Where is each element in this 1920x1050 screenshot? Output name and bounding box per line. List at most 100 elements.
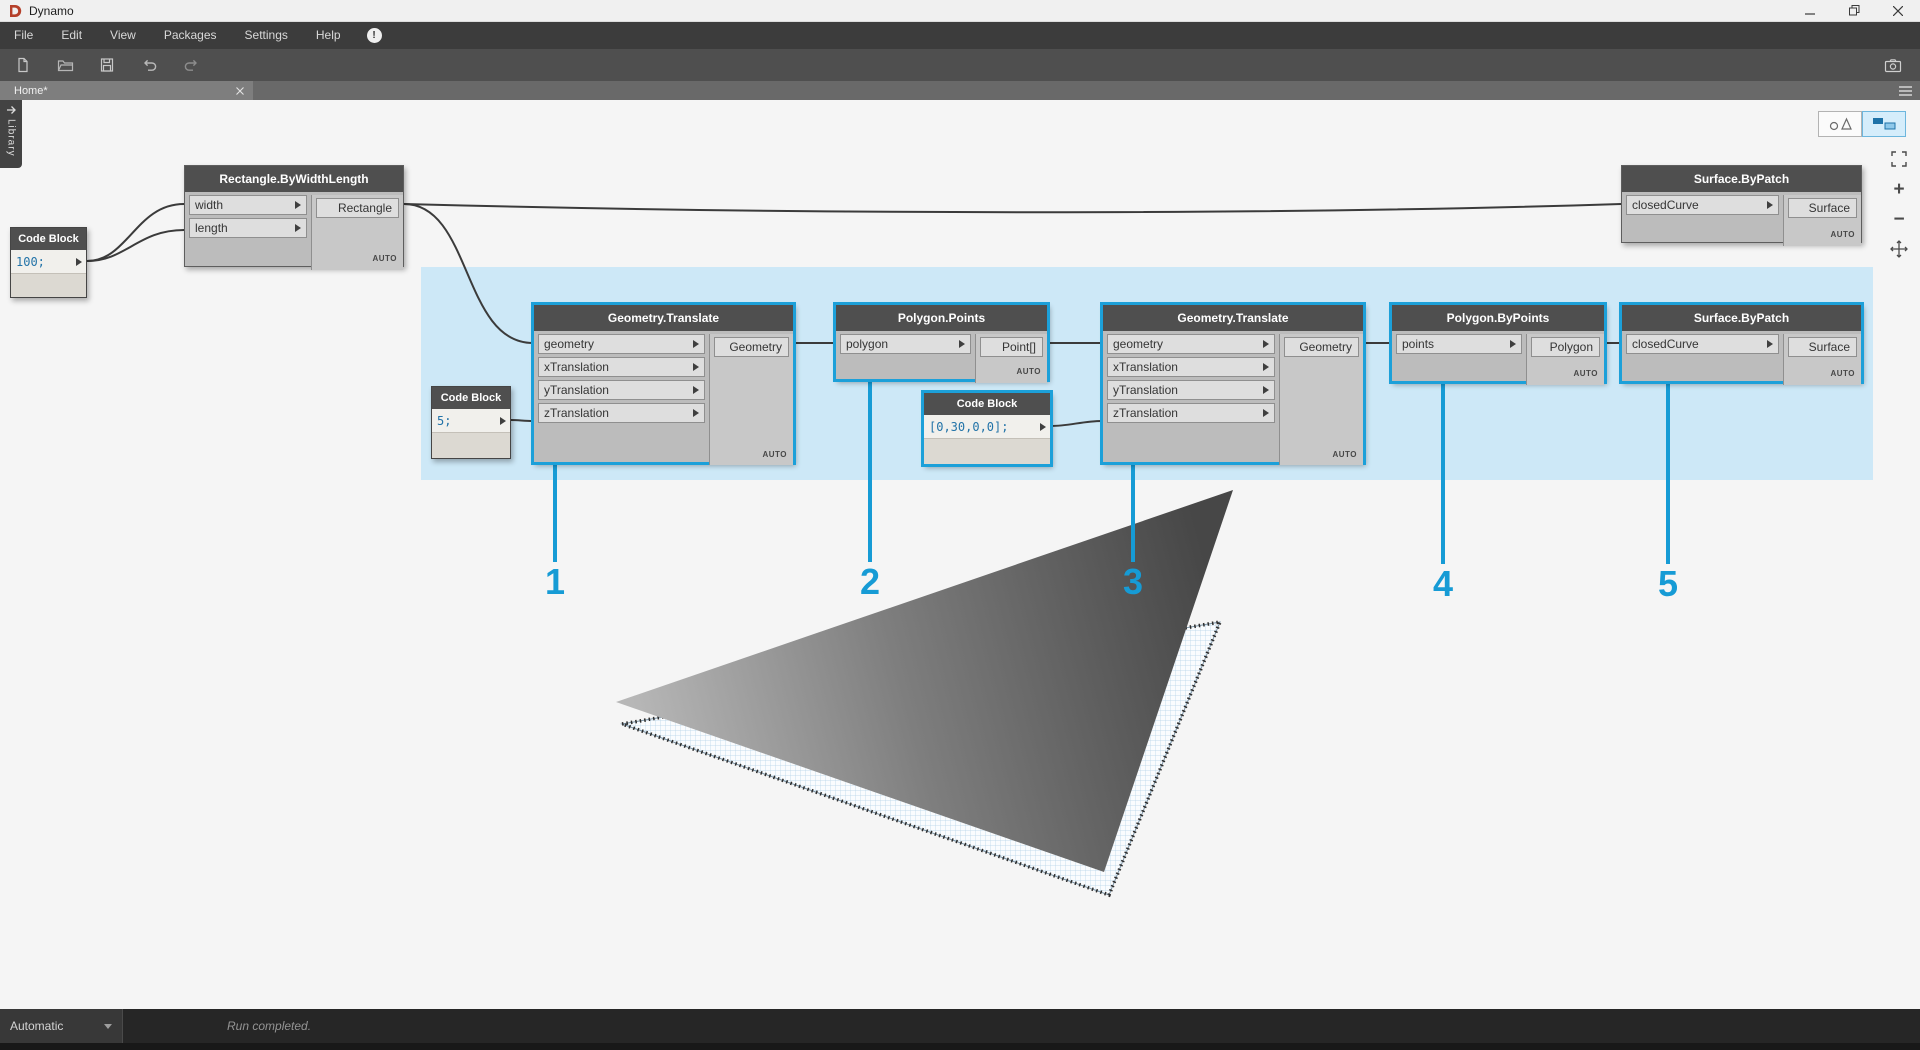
output-port-chevron-icon[interactable]: [500, 416, 506, 425]
port-chevron-icon: [693, 340, 699, 348]
redo-icon[interactable]: [182, 56, 200, 74]
input-column: closedCurve: [1622, 195, 1783, 215]
restore-button[interactable]: [1832, 0, 1876, 22]
lacing-badge[interactable]: AUTO: [1332, 450, 1357, 459]
node-code-block-100[interactable]: Code Block 100;: [10, 227, 87, 298]
pan-icon[interactable]: [1888, 238, 1910, 260]
port-label: geometry: [1113, 337, 1164, 351]
geometry-view-button[interactable]: [1818, 111, 1862, 137]
output-column: Geometry: [1279, 334, 1363, 465]
output-port-chevron-icon[interactable]: [76, 257, 82, 266]
zoom-out-button[interactable]: −: [1893, 208, 1905, 230]
node-title[interactable]: Code Block: [11, 228, 86, 250]
close-button[interactable]: [1876, 0, 1920, 22]
node-title[interactable]: Rectangle.ByWidthLength: [185, 166, 403, 192]
node-title[interactable]: Code Block: [924, 393, 1050, 415]
wire-rectangle-to-surface-top[interactable]: [403, 203, 1622, 214]
node-surface-bypatch-top[interactable]: Surface.ByPatch closedCurve Surface AUTO: [1621, 165, 1862, 246]
lacing-badge[interactable]: AUTO: [372, 254, 397, 263]
node-code-block-5[interactable]: Code Block 5;: [431, 386, 511, 459]
input-column: geometry xTranslation yTranslation zTran…: [1103, 334, 1279, 423]
workspace-canvas[interactable]: Code Block 100; Rectangle.ByWidthLength …: [0, 100, 1920, 1009]
port-chevron-icon: [693, 409, 699, 417]
callout-number-5: 5: [1658, 563, 1679, 604]
tab-close-icon[interactable]: [236, 86, 244, 95]
node-title[interactable]: Code Block: [432, 387, 510, 409]
lacing-badge[interactable]: AUTO: [762, 450, 787, 459]
wire-codeblock100-to-width[interactable]: [86, 203, 185, 262]
node-title[interactable]: Geometry.Translate: [1103, 305, 1363, 331]
node-title[interactable]: Surface.ByPatch: [1622, 305, 1861, 331]
input-port-xtranslation[interactable]: xTranslation: [1107, 357, 1275, 377]
output-port-surface[interactable]: Surface: [1788, 337, 1857, 357]
library-flyout-tab[interactable]: Library: [0, 100, 22, 168]
output-port-surface[interactable]: Surface: [1788, 198, 1857, 218]
input-port-points[interactable]: points: [1396, 334, 1522, 354]
menu-edit[interactable]: Edit: [61, 28, 83, 42]
node-title[interactable]: Polygon.ByPoints: [1392, 305, 1604, 331]
input-port-closedcurve[interactable]: closedCurve: [1626, 195, 1779, 215]
menu-help[interactable]: Help: [315, 28, 341, 42]
lacing-badge[interactable]: AUTO: [1830, 369, 1855, 378]
lacing-badge[interactable]: AUTO: [1016, 367, 1041, 376]
notifications-icon[interactable]: !: [366, 28, 382, 43]
input-port-polygon[interactable]: polygon: [840, 334, 971, 354]
input-port-ytranslation[interactable]: yTranslation: [1107, 380, 1275, 400]
node-title[interactable]: Surface.ByPatch: [1622, 166, 1861, 192]
node-polygon-bypoints[interactable]: Polygon.ByPoints points Polygon AUTO: [1389, 302, 1607, 385]
code-text[interactable]: 100;: [16, 254, 45, 269]
save-icon[interactable]: [98, 56, 116, 74]
tab-bar: Home*: [0, 81, 1920, 100]
node-code-block-list[interactable]: Code Block [0,30,0,0];: [921, 390, 1053, 467]
node-polygon-points[interactable]: Polygon.Points polygon Point[] AUTO: [833, 302, 1050, 383]
fit-view-icon[interactable]: [1888, 148, 1910, 170]
output-port-points[interactable]: Point[]: [980, 337, 1043, 357]
port-chevron-icon: [1767, 340, 1773, 348]
run-mode-dropdown[interactable]: Automatic: [0, 1009, 123, 1043]
workspace-list-icon[interactable]: [1899, 85, 1912, 96]
input-port-ytranslation[interactable]: yTranslation: [538, 380, 705, 400]
lacing-badge[interactable]: AUTO: [1573, 369, 1598, 378]
wire-rectangle-to-translate1[interactable]: [403, 203, 534, 344]
input-port-ztranslation[interactable]: zTranslation: [538, 403, 705, 423]
wire-codeblock100-to-length[interactable]: [86, 229, 185, 262]
export-image-camera-icon[interactable]: [1884, 56, 1902, 74]
input-port-xtranslation[interactable]: xTranslation: [538, 357, 705, 377]
input-port-geometry[interactable]: geometry: [538, 334, 705, 354]
code-text[interactable]: [0,30,0,0];: [929, 419, 1009, 434]
tab-home[interactable]: Home*: [0, 81, 253, 100]
input-port-geometry[interactable]: geometry: [1107, 334, 1275, 354]
open-file-icon[interactable]: [56, 56, 74, 74]
output-port-geometry[interactable]: Geometry: [1284, 337, 1359, 357]
output-port-polygon[interactable]: Polygon: [1531, 337, 1600, 357]
menu-packages[interactable]: Packages: [163, 28, 217, 42]
graph-view-button[interactable]: [1862, 111, 1906, 137]
menu-settings[interactable]: Settings: [244, 28, 288, 42]
output-port-geometry[interactable]: Geometry: [714, 337, 789, 357]
new-file-icon[interactable]: [14, 56, 32, 74]
input-port-width[interactable]: width: [189, 195, 307, 215]
output-port-chevron-icon[interactable]: [1040, 422, 1046, 431]
node-rectangle-bywidthlength[interactable]: Rectangle.ByWidthLength width length Rec…: [184, 165, 404, 270]
wire-codeblocklist-to-translate2[interactable]: [1050, 420, 1103, 427]
menu-file[interactable]: File: [14, 28, 34, 42]
zoom-in-button[interactable]: +: [1893, 178, 1905, 200]
node-title[interactable]: Geometry.Translate: [534, 305, 793, 331]
wire-codeblock5-to-translate1[interactable]: [510, 419, 534, 422]
input-port-ztranslation[interactable]: zTranslation: [1107, 403, 1275, 423]
node-geometry-translate-1[interactable]: Geometry.Translate geometry xTranslation…: [531, 302, 796, 465]
port-label: xTranslation: [1113, 360, 1178, 374]
undo-icon[interactable]: [140, 56, 158, 74]
lacing-badge[interactable]: AUTO: [1830, 230, 1855, 239]
port-chevron-icon: [1263, 363, 1269, 371]
node-geometry-translate-2[interactable]: Geometry.Translate geometry xTranslation…: [1100, 302, 1366, 465]
code-text[interactable]: 5;: [437, 413, 452, 428]
menu-view[interactable]: View: [110, 28, 136, 42]
port-chevron-icon: [1263, 386, 1269, 394]
minimize-button[interactable]: [1788, 0, 1832, 22]
input-port-closedcurve[interactable]: closedCurve: [1626, 334, 1779, 354]
input-port-length[interactable]: length: [189, 218, 307, 238]
node-surface-bypatch-2[interactable]: Surface.ByPatch closedCurve Surface AUTO: [1619, 302, 1864, 385]
output-port-rectangle[interactable]: Rectangle: [316, 198, 399, 218]
node-title[interactable]: Polygon.Points: [836, 305, 1047, 331]
